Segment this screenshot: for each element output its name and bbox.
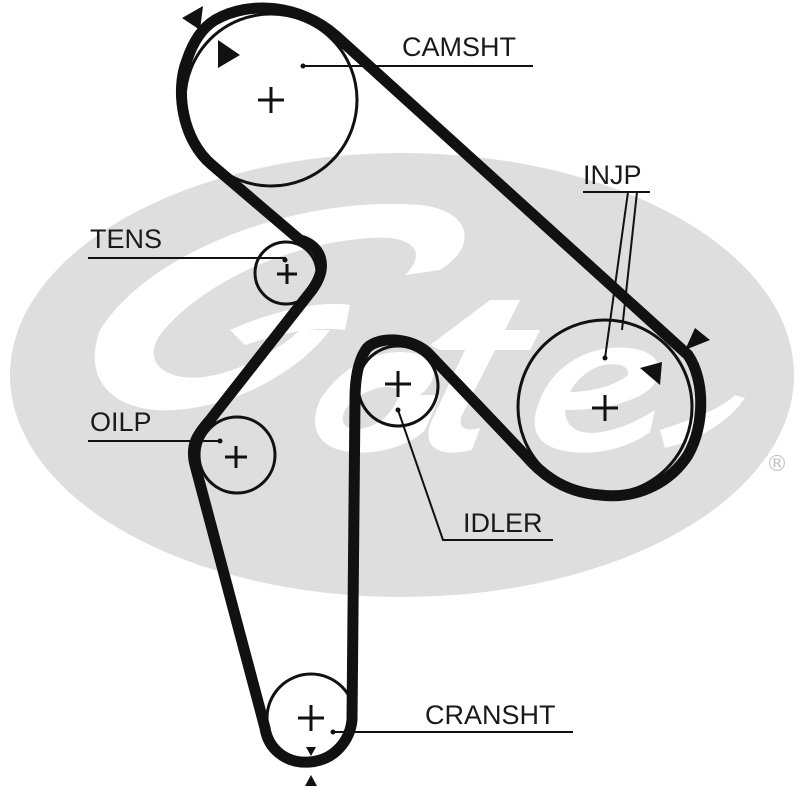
camshaft-inner-mark-icon [218, 40, 240, 68]
camshaft-outer-mark-icon [182, 6, 203, 30]
crankshaft-label: CRANSHT [425, 700, 556, 730]
leader-dots [217, 63, 608, 735]
injection-pump-inner-mark-icon [640, 362, 662, 385]
registered-mark: ® [766, 452, 788, 477]
oil-pump-label: OILP [90, 407, 152, 437]
camshaft-pulley [183, 12, 359, 188]
camshaft-label: CAMSHT [402, 32, 516, 62]
timing-belt [175, 2, 707, 768]
crankshaft-outer-mark-icon [305, 775, 317, 786]
crankshaft-inner-mark-icon [306, 747, 316, 756]
oil-pump-pulley [197, 415, 277, 495]
tensioner-pulley [253, 240, 319, 306]
idler-pulley [356, 344, 440, 428]
crankshaft-pulley [265, 672, 357, 764]
injection-pump-pulley [516, 318, 694, 496]
tensioner-label: TENS [90, 224, 162, 254]
idler-label: IDLER [463, 508, 543, 538]
injection-pump-outer-mark-icon [685, 328, 710, 350]
injection-pump-label: INJP [583, 160, 642, 190]
gates-logo-watermark: ® [10, 153, 794, 597]
